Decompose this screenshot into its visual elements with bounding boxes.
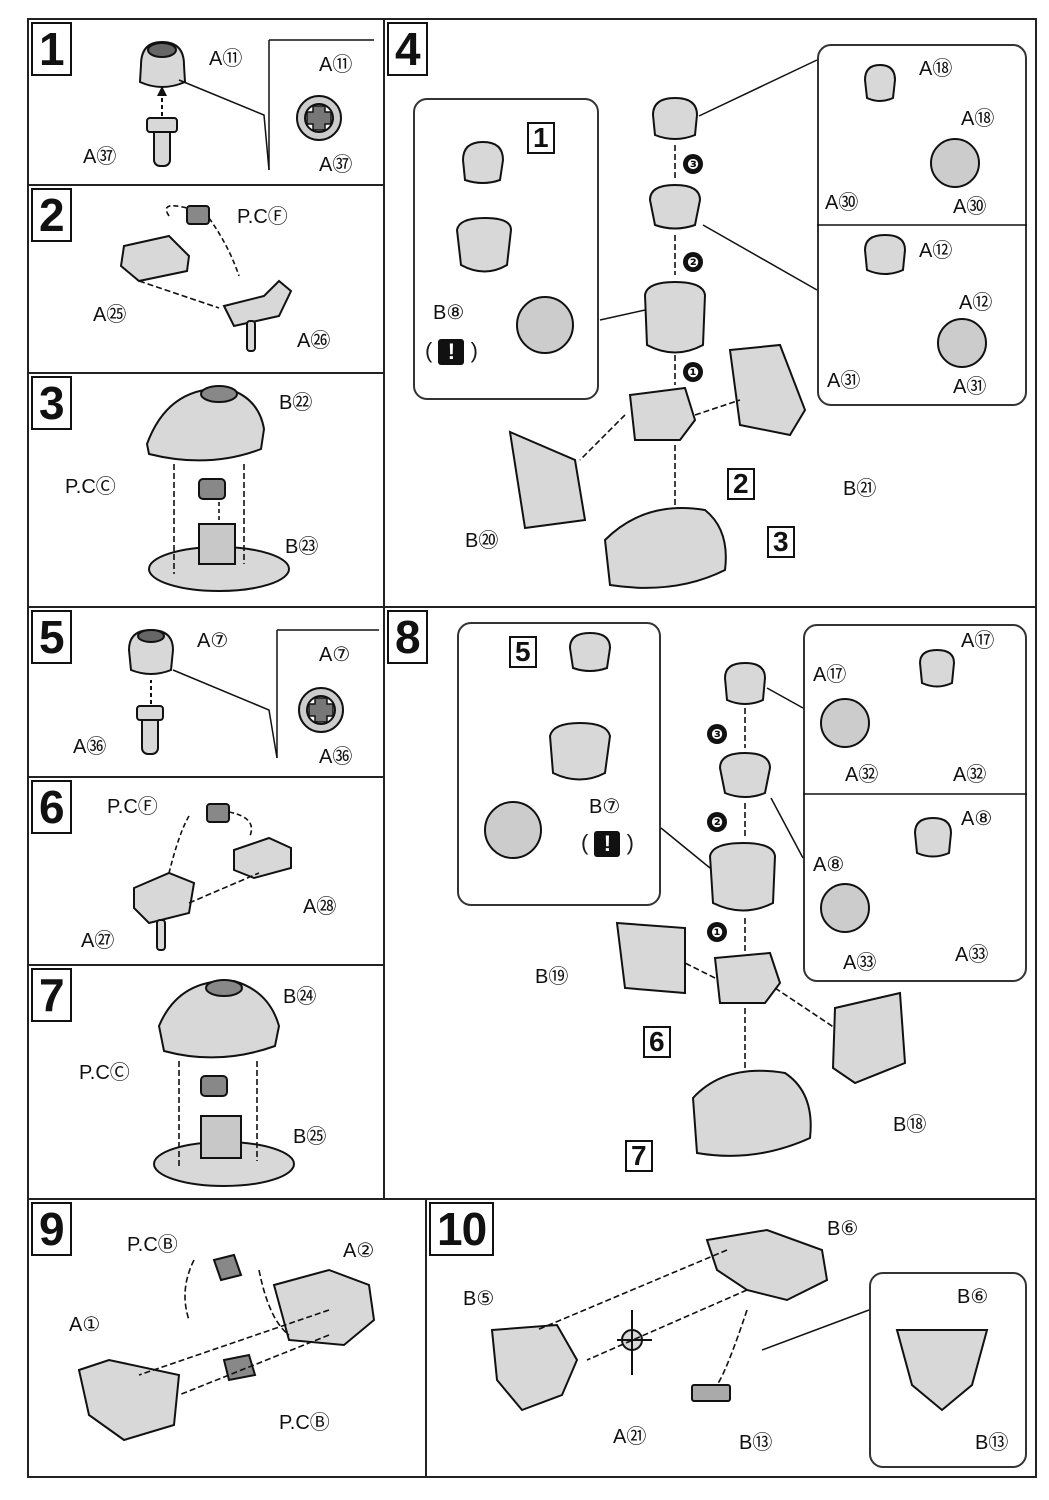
part-label: A⑦: [319, 644, 351, 666]
part-label: B㉑: [843, 478, 877, 500]
step-9-illustration: [77, 1253, 376, 1442]
part-label: B㉓: [285, 536, 319, 558]
step-number: 6: [31, 780, 72, 834]
part-label: A②: [343, 1240, 375, 1262]
part-label: P.CⒷ: [279, 1412, 330, 1434]
step-1-panel: 1 A⑪ A㊲ A⑪ A㊲: [27, 18, 385, 186]
part-label: A㉗: [81, 930, 115, 952]
part-label: A㉛: [827, 370, 861, 392]
part-label: B⑳: [465, 530, 499, 552]
sub-assembly-ref: 3: [767, 526, 795, 558]
order-marker: ❸: [683, 154, 703, 174]
order-marker: ❸: [707, 724, 727, 744]
part-label: A⑫: [919, 240, 953, 262]
part-label: B⑲: [535, 966, 569, 988]
part-label: P.CⒸ: [79, 1062, 130, 1084]
step-6-panel: 6 P.CⒻ A㉘ A㉗: [27, 776, 385, 966]
part-label: B⑱: [893, 1114, 927, 1136]
part-label: A㉕: [93, 304, 127, 326]
step-4-panel: 4: [383, 18, 1037, 608]
part-label: A⑱: [919, 58, 953, 80]
part-label: B⑬: [739, 1432, 773, 1454]
part-label: A㉛: [953, 376, 987, 398]
step-9-panel: 9 P.CⒷ A② A① P.CⒷ: [27, 1198, 427, 1478]
order-marker: ❷: [683, 252, 703, 272]
step-number: 9: [31, 1202, 72, 1256]
part-label: A㊲: [83, 146, 117, 168]
sub-assembly-ref: 5: [509, 636, 537, 668]
part-label: B㉕: [293, 1126, 327, 1148]
part-label: P.CⒸ: [65, 476, 116, 498]
part-label: A⑪: [319, 54, 353, 76]
part-label: B⑬: [975, 1432, 1009, 1454]
part-label: A㊱: [73, 736, 107, 758]
step-number: 8: [387, 610, 428, 664]
step-number: 3: [31, 376, 72, 430]
step-number: 10: [429, 1202, 495, 1256]
sub-assembly-ref: 7: [625, 1140, 653, 1172]
caution-mark: ( ! ): [581, 830, 634, 858]
part-label: A㉝: [843, 952, 877, 974]
step-number: 7: [31, 968, 72, 1022]
part-label: B㉔: [283, 986, 317, 1008]
step-8-illustration: [484, 631, 1027, 1157]
part-label: P.CⒻ: [107, 796, 158, 818]
step-number: 1: [31, 22, 72, 76]
sub-assembly-ref: 6: [643, 1026, 671, 1058]
sub-assembly-ref: 1: [527, 122, 555, 154]
part-label: A⑧: [813, 854, 845, 876]
part-label: A㉚: [825, 192, 859, 214]
part-label: A⑰: [961, 630, 995, 652]
step-number: 4: [387, 22, 428, 76]
part-label: B⑥: [827, 1218, 859, 1240]
part-label: B⑦: [589, 796, 621, 818]
part-label: A㊲: [319, 154, 353, 176]
order-marker: ❶: [683, 362, 703, 382]
caution-mark: ( ! ): [425, 338, 478, 366]
part-label: A㉑: [613, 1426, 647, 1448]
step-3-illustration: [145, 385, 290, 592]
part-label: A㉖: [297, 330, 331, 352]
part-label: A㊱: [319, 746, 353, 768]
part-label: A⑪: [209, 48, 243, 70]
part-label: A㉝: [955, 944, 989, 966]
step-5-illustration: [127, 628, 379, 759]
part-label: A⑦: [197, 630, 229, 652]
step-2-panel: 2 P.CⒻ A㉕ A㉖: [27, 184, 385, 374]
part-label: A⑰: [813, 664, 847, 686]
part-label: B⑤: [463, 1288, 495, 1310]
part-label: B㉒: [279, 392, 313, 414]
step-3-panel: 3 B㉒ P.CⒸ B㉓: [27, 372, 385, 608]
part-label: A⑫: [959, 292, 993, 314]
step-6-illustration: [133, 803, 292, 951]
part-label: A①: [69, 1314, 101, 1336]
sub-assembly-ref: 2: [727, 468, 755, 500]
step-10-panel: 10 B⑥ B⑤ B⑥ A㉑ B⑬ B⑬: [425, 1198, 1037, 1478]
part-label: A㉜: [845, 764, 879, 786]
warning-icon: !: [438, 339, 465, 366]
order-marker: ❷: [707, 812, 727, 832]
step-7-illustration: [153, 979, 295, 1187]
part-label: A㉜: [953, 764, 987, 786]
step-10-illustration: [490, 1228, 989, 1412]
step-4-illustration: [455, 59, 1027, 589]
part-label: P.CⒻ: [237, 206, 288, 228]
order-marker: ❶: [707, 922, 727, 942]
step-5-panel: 5 A⑦ A⑦ A㊱ A㊱: [27, 606, 385, 778]
part-label: P.CⒷ: [127, 1234, 178, 1256]
part-label: B⑧: [433, 302, 465, 324]
step-number: 5: [31, 610, 72, 664]
step-7-panel: 7 B㉔ P.CⒸ B㉕: [27, 964, 385, 1200]
step-2-illustration: [119, 205, 293, 352]
step-1-illustration: [138, 39, 374, 171]
part-label: B⑥: [957, 1286, 989, 1308]
part-label: A㉘: [303, 896, 337, 918]
step-8-panel: 8: [383, 606, 1037, 1200]
part-label: A㉚: [953, 196, 987, 218]
part-label: A⑧: [961, 808, 993, 830]
warning-icon: !: [594, 831, 621, 858]
part-label: A⑱: [961, 108, 995, 130]
step-number: 2: [31, 188, 72, 242]
